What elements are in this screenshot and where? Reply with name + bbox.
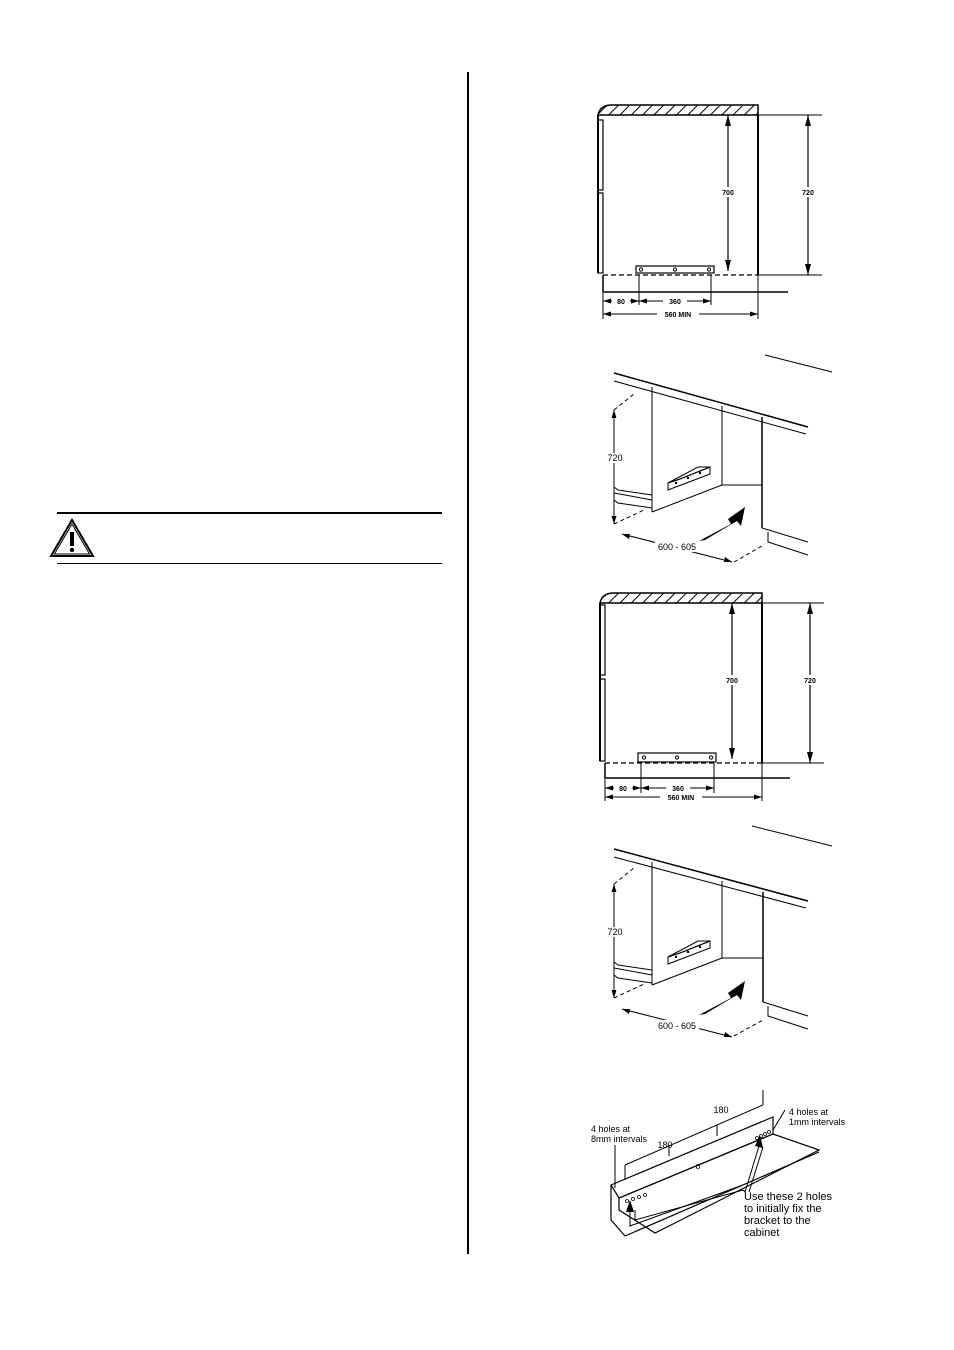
dim-left-offset: 80	[619, 786, 627, 793]
dim-min-width: 560 MIN	[668, 795, 694, 802]
instruction-line-3: bracket to the	[744, 1215, 811, 1227]
note-right-line-2: 1mm intervals	[789, 1117, 846, 1127]
warning-rule-bottom	[57, 563, 442, 564]
note-right-line-1: 4 holes at	[789, 1107, 829, 1117]
dim-height-outer: 720	[802, 190, 814, 197]
column-divider	[467, 72, 469, 1254]
dim-height-inner: 700	[722, 190, 734, 197]
warning-triangle-icon	[49, 518, 95, 558]
dim-height-outer: 720	[804, 678, 816, 685]
dim-front-length: 180	[657, 1140, 672, 1150]
cabinet-elevation-figure-3: 700 720 80 360 560 MIN	[560, 583, 840, 818]
cabinet-perspective-figure-4: 720 600 - 605	[600, 820, 840, 1045]
direction-arrow-icon	[699, 507, 745, 541]
note-left-line-1: 4 holes at	[591, 1124, 631, 1134]
warning-rule-top	[57, 512, 442, 514]
instruction-line-2: to initially fix the	[744, 1203, 822, 1215]
note-left-line-2: 8mm intervals	[591, 1134, 648, 1144]
cabinet-elevation-figure-1: 700 720 80 360 560 MIN	[560, 95, 840, 330]
dim-bracket-span: 360	[672, 786, 684, 793]
dim-depth: 600 - 605	[658, 1021, 696, 1031]
instruction-line-1: Use these 2 holes	[744, 1191, 833, 1203]
direction-arrow-icon	[699, 981, 745, 1015]
dim-left-offset: 80	[617, 299, 625, 306]
dim-depth: 600 - 605	[658, 542, 696, 552]
dim-height: 720	[607, 453, 622, 463]
dim-height: 720	[607, 927, 622, 937]
cabinet-perspective-figure-2: 720 600 - 605	[600, 350, 840, 575]
dim-back-length: 180	[713, 1105, 728, 1115]
instruction-line-4: cabinet	[744, 1227, 779, 1239]
bracket-detail-figure-5: 180 180 o 4 holes at 8mm intervals 4 hol…	[585, 1080, 850, 1250]
center-hole-mark: o	[695, 1161, 700, 1171]
dim-height-inner: 700	[726, 678, 738, 685]
dim-bracket-span: 360	[669, 299, 681, 306]
dim-min-width: 560 MIN	[665, 312, 691, 319]
